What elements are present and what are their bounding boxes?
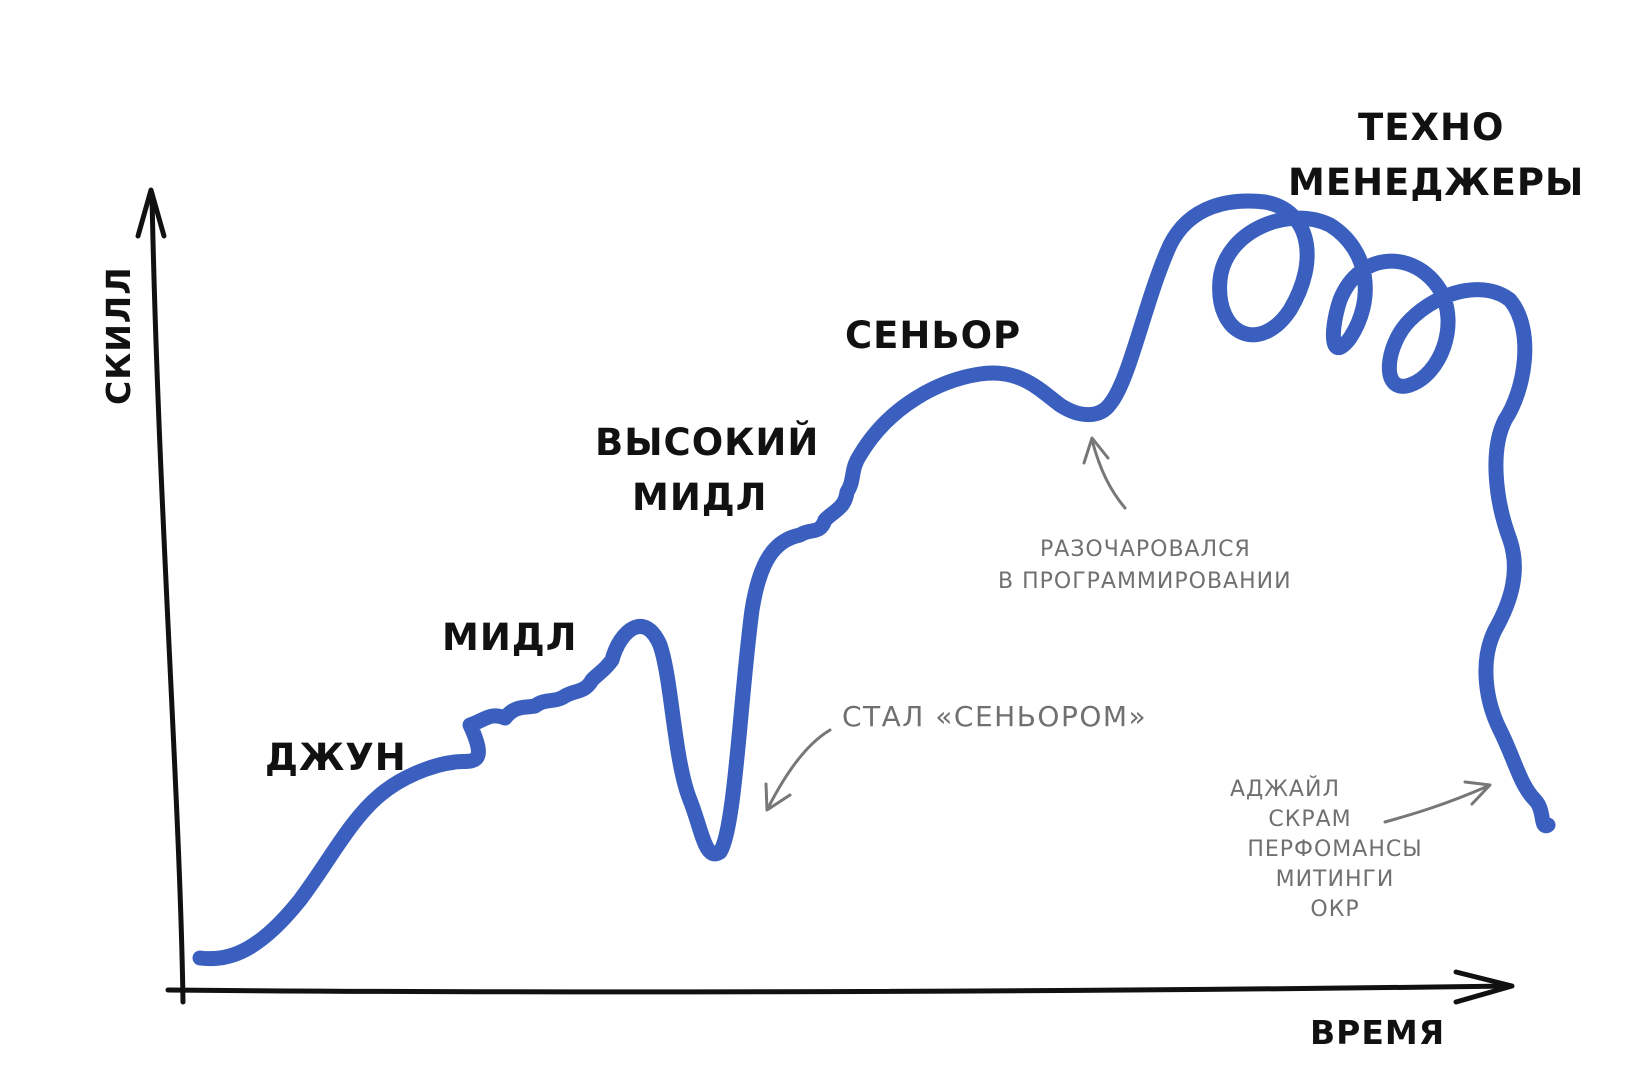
arrow-disappointed xyxy=(1090,438,1127,510)
stage-label-senior: СЕНЬОР xyxy=(845,314,1021,357)
arrowhead-became-senior xyxy=(764,782,792,812)
x-axis-line xyxy=(165,983,1513,995)
arrow-agile xyxy=(1383,784,1490,824)
stage-label-techno-managers-2: МЕНЕДЖЕРЫ xyxy=(1288,161,1584,204)
arrowhead-disappointed xyxy=(1082,436,1110,465)
stage-label-junior: ДЖУН xyxy=(265,736,407,779)
note-disappointed-2: В ПРОГРАММИРОВАНИИ xyxy=(998,569,1292,594)
note-became-senior: СТАЛ «СЕНЬОРОМ» xyxy=(842,700,1147,733)
y-axis-arrowhead xyxy=(135,187,167,239)
skill-curve xyxy=(192,193,1556,967)
agile-item: АДЖАЙЛ xyxy=(1230,776,1340,802)
agile-item: ПЕРФОМАНСЫ xyxy=(1247,837,1422,862)
axes xyxy=(135,187,1515,1005)
y-axis-line xyxy=(149,193,186,1005)
x-axis-arrowhead xyxy=(1453,969,1515,1005)
agile-item: МИТИНГИ xyxy=(1276,867,1395,892)
agile-item: ОКР xyxy=(1310,897,1359,922)
agile-list: АДЖАЙЛ СКРАМ ПЕРФОМАНСЫ МИТИНГИ ОКР xyxy=(1230,776,1422,922)
stage-label-high-middle-1: ВЫСОКИЙ xyxy=(595,420,819,464)
x-axis-label: ВРЕМЯ xyxy=(1310,1013,1445,1052)
stage-label-middle: МИДЛ xyxy=(442,616,577,659)
arrow-became-senior xyxy=(766,728,832,810)
stage-label-techno-managers-1: ТЕХНО xyxy=(1358,106,1504,149)
note-disappointed-1: РАЗОЧАРОВАЛСЯ xyxy=(1040,537,1251,562)
arrowhead-agile xyxy=(1463,780,1492,806)
agile-item: СКРАМ xyxy=(1268,807,1351,832)
stage-label-high-middle-2: МИДЛ xyxy=(632,476,767,519)
y-axis-label: СКИЛЛ xyxy=(99,266,138,405)
